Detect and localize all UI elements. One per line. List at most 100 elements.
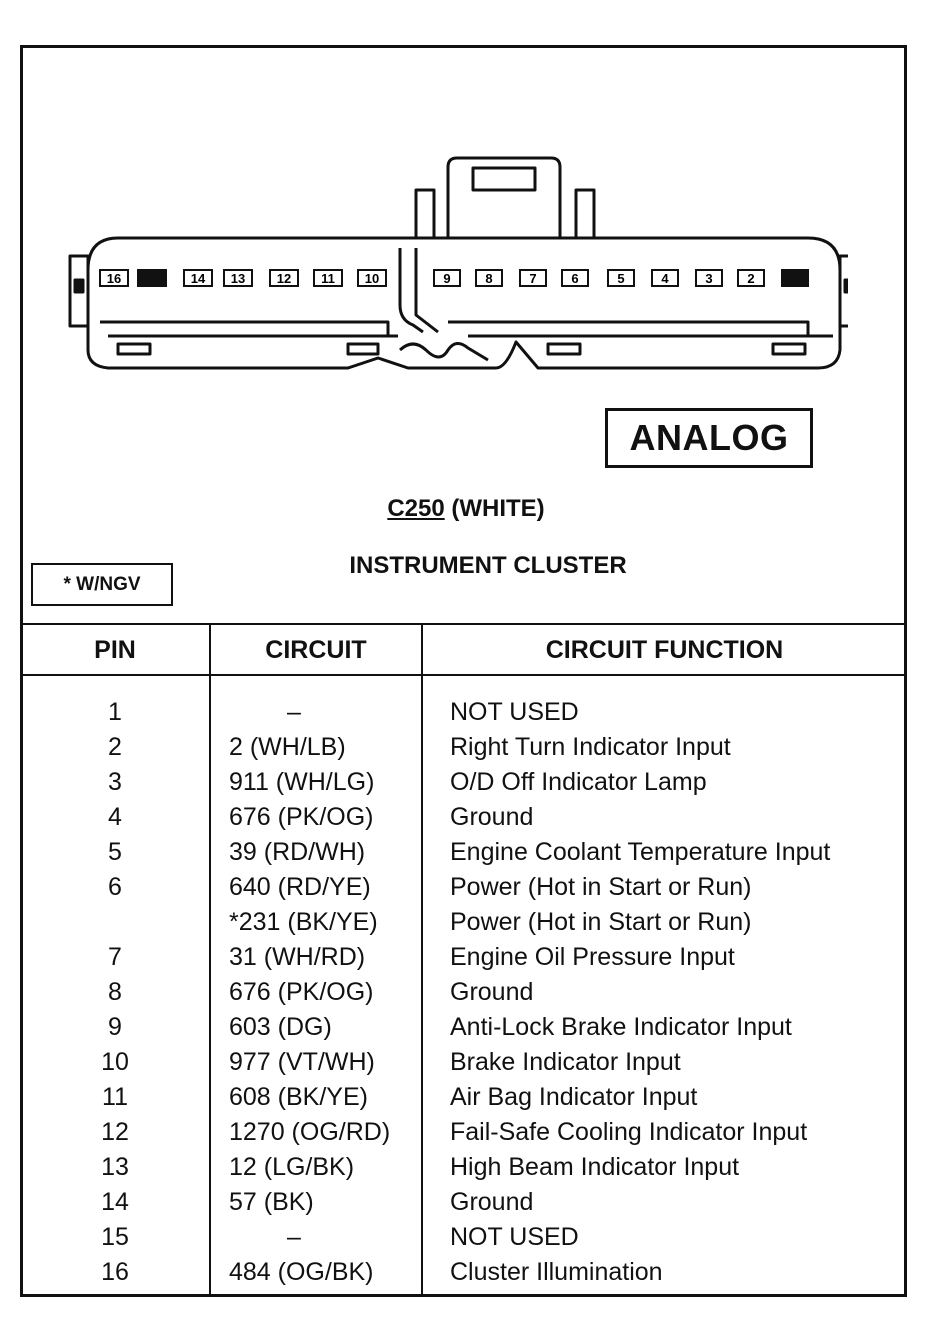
- pin-number: 2: [747, 271, 754, 286]
- header-function: CIRCUIT FUNCTION: [545, 636, 784, 664]
- pin-cell: 4: [108, 803, 122, 831]
- pin-number: 14: [191, 271, 206, 286]
- pin-cell: 1: [108, 698, 122, 726]
- pin-number: 6: [571, 271, 578, 286]
- pin-number: 11: [321, 271, 335, 286]
- connector-id: C250 (WHITE): [0, 495, 932, 523]
- column-divider-2: [421, 623, 423, 1297]
- function-cell: Power (Hot in Start or Run): [450, 873, 752, 901]
- table-top-border: [20, 623, 907, 625]
- header-divider: [20, 674, 907, 676]
- pin-cell: 4: [651, 269, 679, 287]
- function-cell: Anti-Lock Brake Indicator Input: [450, 1013, 792, 1041]
- pin-cell: 14: [183, 269, 213, 287]
- pin-cell: 15: [101, 1223, 129, 1251]
- pin-cell: 7: [519, 269, 547, 287]
- pin-cell: 13: [101, 1153, 129, 1181]
- circuit-cell: 1270 (OG/RD): [229, 1118, 391, 1146]
- table-row: 14 57 (BK) Ground: [20, 1185, 907, 1220]
- table-row: 6 640 (RD/YE) Power (Hot in Start or Run): [20, 870, 907, 905]
- pin-number: 7: [529, 271, 536, 286]
- pin-cell: 16: [99, 269, 129, 287]
- pin-cell: 2: [737, 269, 765, 287]
- circuit-cell: 676 (PK/OG): [229, 978, 374, 1006]
- pin-number: 13: [231, 271, 245, 286]
- function-cell: Right Turn Indicator Input: [450, 733, 731, 761]
- pin-cell: 16: [101, 1258, 129, 1286]
- pin-cell: 11: [102, 1083, 128, 1111]
- connector-color: (WHITE): [451, 495, 545, 522]
- function-cell: NOT USED: [450, 698, 579, 726]
- analog-label-box: ANALOG: [605, 408, 813, 468]
- table-row: 9 603 (DG) Anti-Lock Brake Indicator Input: [20, 1010, 907, 1045]
- pin-number: 1: [791, 271, 798, 286]
- analog-label: ANALOG: [629, 417, 789, 458]
- table-body: 1 – NOT USED 2 2 (WH/LB) Right Turn Indicato…: [20, 695, 907, 1290]
- note-label: * W/NGV: [63, 573, 141, 595]
- pin-cell: 10: [101, 1048, 129, 1076]
- table-row: 2 2 (WH/LB) Right Turn Indicator Input: [20, 730, 907, 765]
- note-box: * W/NGV: [31, 563, 173, 606]
- table-row: 1 – NOT USED: [20, 695, 907, 730]
- circuit-cell: –: [287, 698, 301, 726]
- function-cell: Fail-Safe Cooling Indicator Input: [450, 1118, 808, 1146]
- table-row: 3 911 (WH/LG) O/D Off Indicator Lamp: [20, 765, 907, 800]
- circuit-cell: 603 (DG): [229, 1013, 332, 1041]
- function-cell: Ground: [450, 978, 534, 1006]
- circuit-cell: 12 (LG/BK): [229, 1153, 355, 1181]
- header-circuit: CIRCUIT: [265, 636, 367, 664]
- pin-cell: 2: [108, 733, 122, 761]
- pin-cell: 9: [433, 269, 461, 287]
- column-divider-1: [209, 623, 211, 1297]
- pin-cell: 12: [269, 269, 299, 287]
- pin-cell: 5: [607, 269, 635, 287]
- table-row: 8 676 (PK/OG) Ground: [20, 975, 907, 1010]
- table-row: *231 (BK/YE)Power (Hot in Start or Run): [20, 905, 907, 940]
- pin-cell: 14: [101, 1188, 129, 1216]
- pin-number: 16: [107, 271, 121, 286]
- circuit-cell: 640 (RD/YE): [229, 873, 371, 901]
- pin-cell: 8: [108, 978, 122, 1006]
- function-cell: Ground: [450, 1188, 534, 1216]
- function-cell: Power (Hot in Start or Run): [450, 908, 752, 936]
- pin-number: 3: [705, 271, 712, 286]
- table-row: 4 676 (PK/OG) Ground: [20, 800, 907, 835]
- pin-table: PIN CIRCUIT CIRCUIT FUNCTION 1–NOT USED …: [20, 623, 907, 1297]
- circuit-cell: 676 (PK/OG): [229, 803, 374, 831]
- circuit-cell: 911 (WH/LG): [229, 768, 375, 796]
- pin-cell: 9: [108, 1013, 122, 1041]
- pin-cell: 3: [108, 768, 122, 796]
- pin-cell: 15: [137, 269, 167, 287]
- circuit-cell: 484 (OG/BK): [229, 1258, 374, 1286]
- table-row: 15–NOT USED: [20, 1220, 907, 1255]
- circuit-cell: 2 (WH/LB): [229, 733, 346, 761]
- function-cell: Cluster Illumination: [450, 1258, 663, 1286]
- table-row: 10 977 (VT/WH) Brake Indicator Input: [20, 1045, 907, 1080]
- function-cell: NOT USED: [450, 1223, 579, 1251]
- pin-cell: 3: [695, 269, 723, 287]
- pin-row-left: 16 15 14 13 12 11 10: [99, 269, 387, 287]
- pin-number: 8: [485, 271, 492, 286]
- function-cell: Engine Oil Pressure Input: [450, 943, 735, 971]
- function-cell: Brake Indicator Input: [450, 1048, 681, 1076]
- function-cell: Engine Coolant Temperature Input: [450, 838, 831, 866]
- circuit-cell: 608 (BK/YE): [229, 1083, 368, 1111]
- pin-cell: 1: [781, 269, 809, 287]
- pin-cell: 6: [561, 269, 589, 287]
- pin-cell: 6: [108, 873, 122, 901]
- circuit-cell: 57 (BK): [229, 1188, 314, 1216]
- pin-cell: 10: [357, 269, 387, 287]
- function-cell: O/D Off Indicator Lamp: [450, 768, 707, 796]
- pin-number: 12: [277, 271, 291, 286]
- circuit-cell: 977 (VT/WH): [229, 1048, 375, 1076]
- cluster-title: INSTRUMENT CLUSTER: [349, 552, 627, 579]
- pin-number: 5: [617, 271, 624, 286]
- function-cell: High Beam Indicator Input: [450, 1153, 740, 1181]
- pin-cell: 5: [108, 838, 122, 866]
- function-cell: Ground: [450, 803, 534, 831]
- pin-cell: 13: [223, 269, 253, 287]
- diagram-frame: [20, 45, 907, 1297]
- table-row: 16 484 (OG/BK) Cluster Illumination: [20, 1255, 907, 1290]
